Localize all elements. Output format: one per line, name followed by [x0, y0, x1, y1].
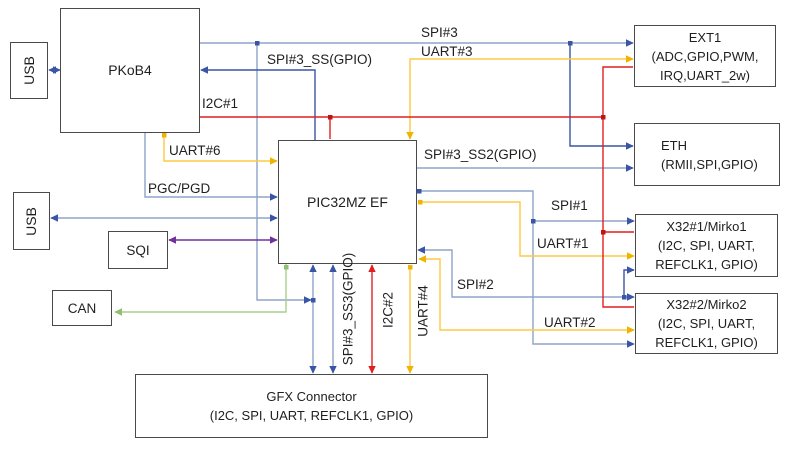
- wire-pgc-pgd: [144, 133, 278, 201]
- wire-spi2: [417, 246, 635, 301]
- label-uart6: UART#6: [169, 143, 221, 158]
- label-spi3-ss: SPI#3_SS(GPIO): [267, 52, 373, 67]
- wire-uart1: [420, 201, 635, 260]
- wire-uart6: [163, 134, 278, 165]
- label-spi1: SPI#1: [551, 198, 588, 213]
- block-eth: ETH (RMII,SPI,GPIO): [634, 123, 780, 186]
- block-gfx-connector: GFX Connector (I2C, SPI, UART, REFCLK1, …: [135, 374, 488, 438]
- block-usb-top: USB: [10, 42, 48, 99]
- block-usb-mid: USB: [13, 192, 50, 250]
- gfx-title: GFX Connector: [266, 389, 357, 404]
- wire-spi2-x321-branch: [623, 266, 635, 297]
- label-spi3: SPI#3: [421, 25, 458, 40]
- label-uart3: UART#3: [421, 44, 473, 59]
- wire-junctions: [162, 41, 627, 303]
- ext1-sub2: IRQ,UART_2w): [659, 67, 751, 83]
- pkob4-label: PKoB4: [108, 62, 152, 78]
- label-pgc-pgd: PGC/PGD: [148, 181, 211, 196]
- label-uart4: UART#4: [415, 285, 431, 337]
- label-uart1: UART#1: [537, 236, 589, 251]
- label-spi2: SPI#2: [457, 277, 494, 292]
- x32-2-title: X32#2/Mirko2: [666, 297, 747, 312]
- label-i2c1: I2C#1: [202, 96, 239, 111]
- ext1-title: EXT1: [688, 29, 722, 45]
- wire-i2c1: [200, 66, 634, 308]
- block-x32-1-mirko1: X32#1/Mirko1 (I2C, SPI, UART, REFCLK1, G…: [635, 214, 778, 277]
- block-pic32mz-ef: PIC32MZ EF: [278, 140, 417, 264]
- x32-1-title: X32#1/Mirko1: [666, 219, 747, 234]
- label-uart2: UART#2: [544, 315, 596, 330]
- wire-spi3: [200, 39, 634, 374]
- gfx-subtitle: (I2C, SPI, UART, REFCLK1, GPIO): [209, 408, 414, 423]
- block-pkob4: PKoB4: [60, 8, 200, 133]
- ext1-sub1: (ADC,GPIO,PWM,: [651, 48, 759, 64]
- x32-1-sub2: REFCLK1, GPIO): [655, 257, 758, 272]
- eth-subtitle: (RMII,SPI,GPIO): [661, 156, 758, 172]
- eth-title: ETH: [661, 137, 687, 153]
- label-spi3-ss3: SPI#3_SS3(GPIO): [340, 252, 356, 366]
- can-label: CAN: [67, 300, 97, 316]
- wire-uart3: [406, 55, 634, 140]
- x32-1-sub1: (I2C, SPI, UART,: [657, 238, 756, 253]
- block-can: CAN: [52, 290, 112, 326]
- x32-2-sub1: (I2C, SPI, UART,: [657, 316, 756, 331]
- usb-mid-label: USB: [22, 206, 39, 236]
- wire-spi1: [419, 190, 635, 348]
- x32-2-sub2: REFCLK1, GPIO): [655, 335, 758, 350]
- usb-top-label: USB: [20, 56, 37, 85]
- sqi-label: SQI: [126, 242, 150, 258]
- pic32-label: PIC32MZ EF: [307, 193, 388, 210]
- block-ext1: EXT1 (ADC,GPIO,PWM, IRQ,UART_2w): [634, 25, 776, 87]
- block-x32-2-mirko2: X32#2/Mirko2 (I2C, SPI, UART, REFCLK1, G…: [635, 293, 778, 354]
- label-i2c2: I2C#2: [380, 291, 396, 329]
- label-spi3-ss2: SPI#3_SS2(GPIO): [424, 147, 537, 162]
- wire-can: [114, 264, 287, 316]
- block-sqi: SQI: [108, 231, 168, 269]
- wire-uart2: [418, 255, 635, 334]
